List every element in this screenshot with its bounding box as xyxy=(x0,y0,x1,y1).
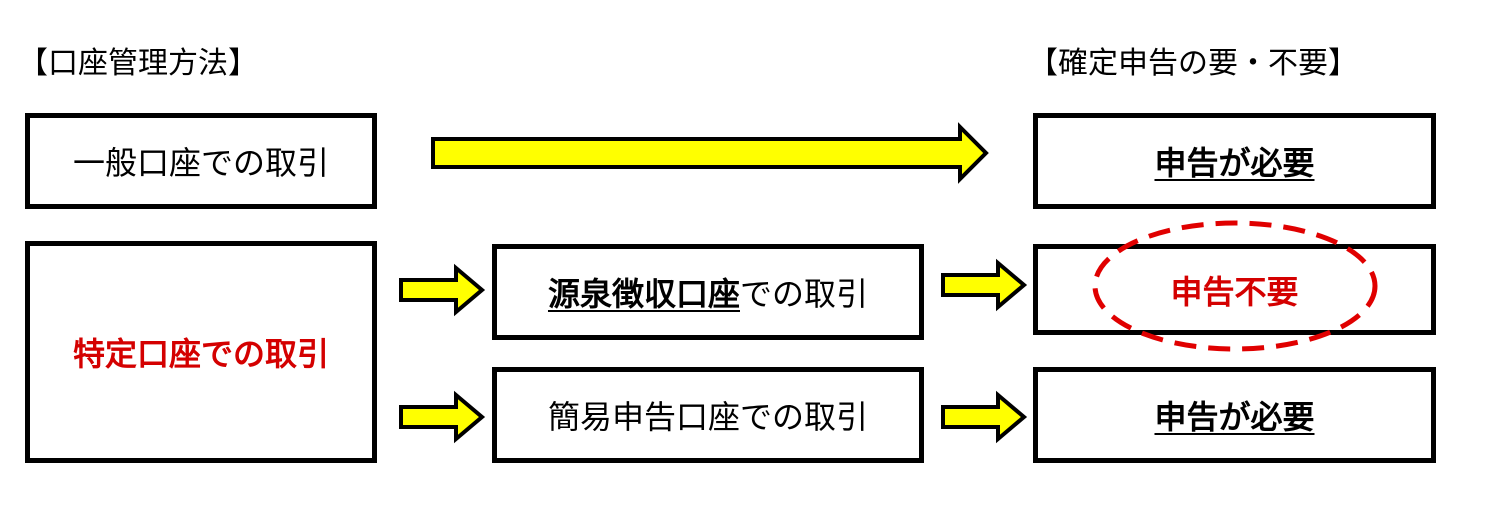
arrow-general-shape xyxy=(431,122,989,184)
box-general-account-label: 一般口座での取引 xyxy=(72,144,329,182)
withholding-emphasis: 源泉徴収口座 xyxy=(547,275,740,313)
arrow-withholding-to-result xyxy=(941,258,1028,312)
box-specific-account: 特定口座での取引 xyxy=(25,241,377,463)
result-simple-label: 申告が必要 xyxy=(1154,398,1315,436)
box-general-account: 一般口座での取引 xyxy=(25,113,377,209)
arrow-general-to-result xyxy=(431,122,989,184)
arrow-specific-to-simple xyxy=(399,390,486,444)
heading-filing-requirement: 【確定申告の要・不要】 xyxy=(1028,46,1358,81)
box-result-withholding: 申告不要 xyxy=(1033,244,1436,335)
box-result-general: 申告が必要 xyxy=(1033,113,1436,209)
withholding-rest: での取引 xyxy=(740,275,869,313)
box-simple-account-label: 簡易申告口座での取引 xyxy=(547,398,868,436)
arrow-simple-result-shape xyxy=(941,390,1028,444)
box-simple-account: 簡易申告口座での取引 xyxy=(492,367,924,463)
arrow-specific-withholding-shape xyxy=(399,263,486,317)
highlight-ellipse-shape xyxy=(1092,220,1378,352)
box-withholding-account: 源泉徴収口座での取引 xyxy=(492,244,924,340)
box-result-simple: 申告が必要 xyxy=(1033,367,1436,463)
arrow-withholding-result-shape xyxy=(941,258,1028,312)
arrow-specific-simple-shape xyxy=(399,390,486,444)
box-withholding-account-text: 源泉徴収口座での取引 xyxy=(548,269,868,315)
arrow-specific-to-withholding xyxy=(399,263,486,317)
result-withholding-label: 申告不要 xyxy=(1170,272,1299,311)
highlight-ellipse xyxy=(1092,220,1378,352)
heading-account-method: 【口座管理方法】 xyxy=(18,46,258,81)
result-general-label: 申告が必要 xyxy=(1154,144,1315,182)
arrow-simple-to-result xyxy=(941,390,1028,444)
box-specific-account-label: 特定口座での取引 xyxy=(72,335,329,373)
